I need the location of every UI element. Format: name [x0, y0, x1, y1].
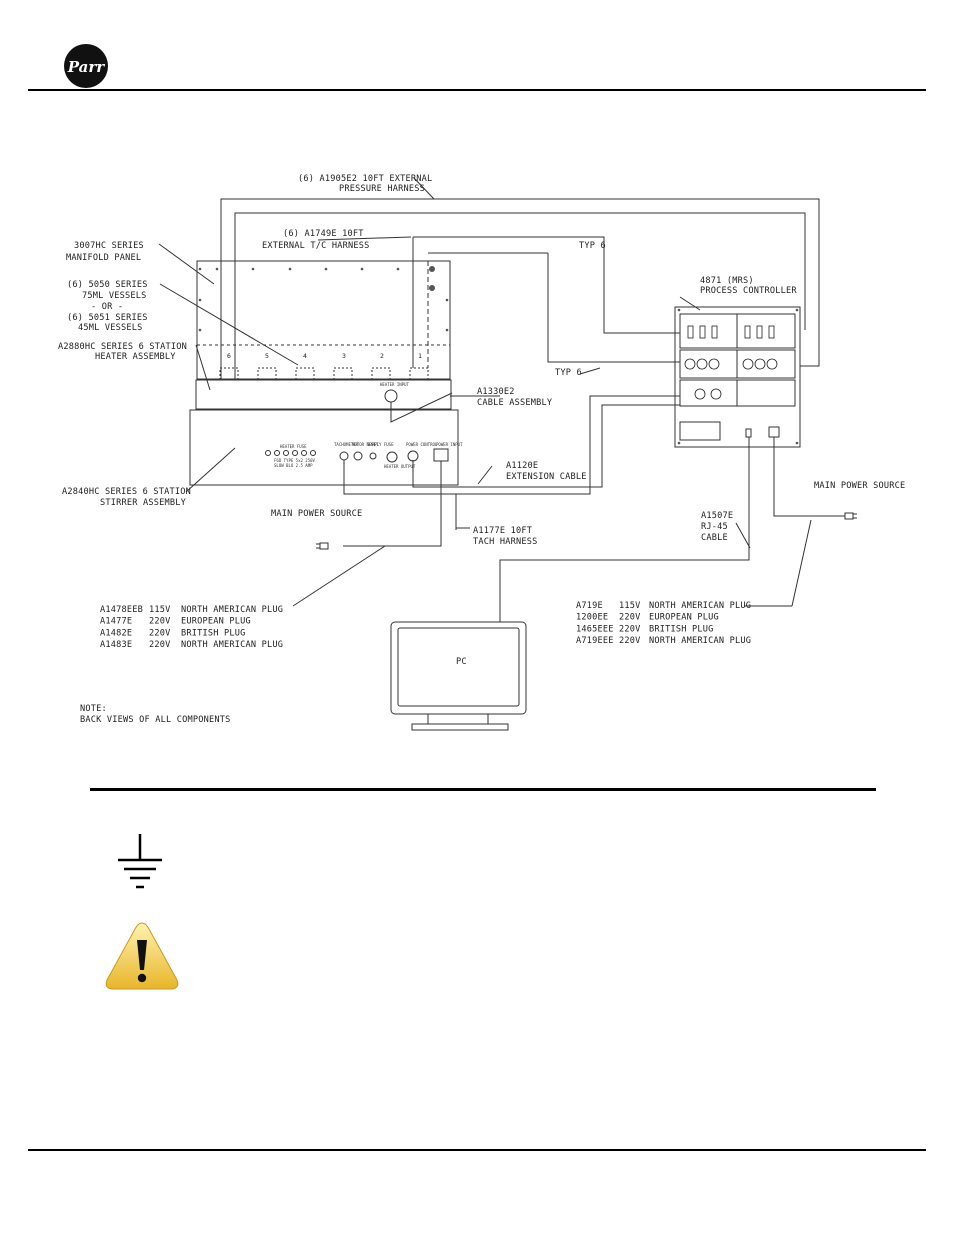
- cords-right-cell: 1465EEE: [576, 624, 614, 634]
- station-number: 4: [303, 352, 307, 360]
- stirrer-panel-label: TACHOMETER: [334, 442, 359, 447]
- tc-harness-label-2: EXTERNAL T/C HARNESS: [262, 241, 369, 251]
- warning-triangle-icon: [105, 922, 179, 990]
- vessels-label-5: 45ML VESSELS: [78, 323, 143, 333]
- footer-rule: [28, 1149, 926, 1151]
- rj45-label-1: A1507E: [701, 511, 733, 521]
- vessels-label-3: - OR -: [91, 302, 123, 312]
- stirrer-panel-label: F6D TYPE 5x2 250V: [274, 458, 316, 463]
- ground-symbol-icon: [118, 834, 162, 889]
- rj45-label-2: RJ-45: [701, 522, 728, 532]
- cords-left-cell: 220V: [149, 628, 171, 638]
- cords-right-cell: BRITISH PLUG: [649, 624, 714, 634]
- cords-right-cell: 220V: [619, 624, 641, 634]
- note-label-2: BACK VIEWS OF ALL COMPONENTS: [80, 715, 230, 725]
- pressure-harness-label-2: PRESSURE HARNESS: [339, 184, 425, 194]
- cable-assembly-label-1: A1330E2: [477, 387, 515, 397]
- rj45-label-3: CABLE: [701, 533, 728, 543]
- pc-label: PC: [456, 657, 467, 667]
- cords-right-cell: 220V: [619, 613, 641, 623]
- stirrer-panel-label: POWER INPUT: [436, 442, 463, 447]
- svg-text:Parr: Parr: [67, 58, 105, 76]
- cords-left-table: A1478EEB 115V NORTH AMERICAN PLUG A1477E 220…: [100, 605, 283, 650]
- station-number: 3: [342, 352, 346, 360]
- section-rule: [90, 788, 876, 791]
- vessels-label-2: 75ML VESSELS: [82, 291, 147, 301]
- cords-left-cell: A1483E: [100, 640, 132, 650]
- cords-left-cell: BRITISH PLUG: [181, 628, 246, 638]
- cords-left-cell: EUROPEAN PLUG: [181, 617, 251, 627]
- cords-right-table: A719E 115V NORTH AMERICAN PLUG 1200EE 220V EU…: [576, 601, 751, 646]
- note-label-1: NOTE:: [80, 704, 107, 714]
- tach-harness-label-2: TACH HARNESS: [473, 537, 538, 547]
- typ6-mid-label: TYP 6: [555, 368, 582, 378]
- station-number: 6: [227, 352, 231, 360]
- stirrer-panel-label: HEATER FUSE: [280, 444, 307, 449]
- main-power-left-label: MAIN POWER SOURCE: [271, 509, 362, 519]
- stirrer-panel-label: SUPPLY FUSE: [367, 442, 394, 447]
- extension-cable-label-1: A1120E: [506, 461, 538, 471]
- cords-left-cell: A1478EEB: [100, 605, 143, 615]
- cords-right-cell: EUROPEAN PLUG: [649, 613, 719, 623]
- cords-right-cell: 115V: [619, 601, 641, 611]
- cords-right-cell: A719EEE: [576, 636, 614, 646]
- cords-left-cell: 115V: [149, 605, 171, 615]
- heater-label-1: A2880HC SERIES 6 STATION: [58, 342, 187, 352]
- typ6-top-label: TYP 6: [579, 241, 606, 251]
- header-rule: [28, 89, 926, 91]
- cords-left-cell: NORTH AMERICAN PLUG: [181, 605, 283, 615]
- parr-logo: Parr: [64, 44, 108, 88]
- station-number: 2: [380, 352, 384, 360]
- stirrer-panel-label: HEATER OUTPUT: [384, 464, 416, 469]
- cords-right-cell: 1200EE: [576, 613, 608, 623]
- cords-left-cell: 220V: [149, 640, 171, 650]
- cable-assembly-label-2: CABLE ASSEMBLY: [477, 398, 553, 408]
- cords-right-cell: A719E: [576, 601, 603, 611]
- cords-left-cell: A1482E: [100, 628, 132, 638]
- cords-right-cell: NORTH AMERICAN PLUG: [649, 636, 751, 646]
- tc-harness-label-1: (6) A1749E 10FT: [283, 229, 364, 239]
- pressure-harness-label-1: (6) A1905E2 10FT EXTERNAL: [298, 174, 432, 184]
- cords-right-cell: NORTH AMERICAN PLUG: [649, 601, 751, 611]
- stirrer-panel-label: MOTOR RESET: [352, 442, 379, 447]
- cords-right-cell: 220V: [619, 636, 641, 646]
- stirrer-panel-label: POWER CONTROL: [406, 442, 438, 447]
- heater-input-label: HEATER INPUT: [380, 382, 409, 387]
- manifold-label-2: MANIFOLD PANEL: [66, 253, 141, 263]
- heater-label-2: HEATER ASSEMBLY: [95, 352, 176, 362]
- vessels-label-4: (6) 5051 SERIES: [67, 313, 148, 323]
- tach-harness-label-1: A1177E 10FT: [473, 526, 532, 536]
- controller-label-1: 4871 (MRS): [700, 276, 754, 286]
- stirrer-label-2: STIRRER ASSEMBLY: [100, 498, 187, 508]
- station-number: 5: [265, 352, 269, 360]
- stirrer-label-1: A2840HC SERIES 6 STATION: [62, 487, 191, 497]
- main-power-right-label: MAIN POWER SOURCE: [814, 481, 905, 491]
- cords-left-cell: A1477E: [100, 617, 132, 627]
- stirrer-panel-label: SLOW BLO 2.5 AMP: [274, 463, 313, 468]
- manifold-label-1: 3007HC SERIES: [74, 241, 144, 251]
- vessels-label-1: (6) 5050 SERIES: [67, 280, 148, 290]
- controller-label-2: PROCESS CONTROLLER: [700, 286, 797, 296]
- cords-left-cell: 220V: [149, 617, 171, 627]
- extension-cable-label-2: EXTENSION CABLE: [506, 472, 587, 482]
- cords-left-cell: NORTH AMERICAN PLUG: [181, 640, 283, 650]
- station-number: 1: [418, 352, 422, 360]
